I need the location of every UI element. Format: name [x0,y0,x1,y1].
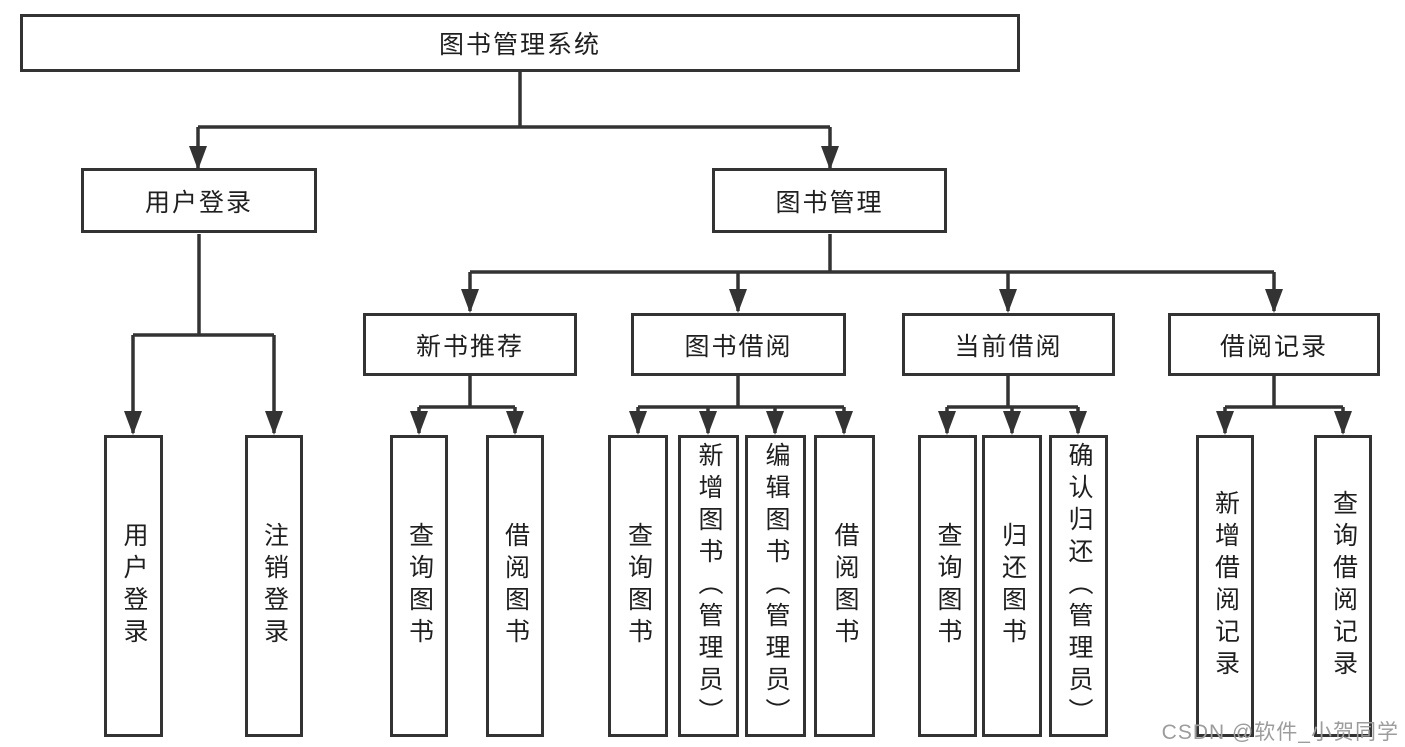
arrow-icon [410,411,428,435]
leaf-records-query-record: 查询借阅记录 [1314,435,1372,737]
connector-root-to-branches [196,72,832,168]
node-user-login: 用户登录 [81,168,317,233]
leaf-user-login: 用户登录 [104,435,163,737]
node-current-borrow: 当前借阅 [902,313,1115,376]
arrow-icon [1216,411,1234,435]
arrow-icon [938,411,956,435]
arrow-icon [189,146,207,170]
arrow-icon [265,411,283,435]
arrow-icon [999,289,1017,313]
arrow-icon [1265,289,1283,313]
arrow-icon [766,411,784,435]
leaf-borrow-query-books: 查询图书 [608,435,668,737]
arrow-icon [821,146,839,170]
connector-borrow-record-branch [1223,376,1345,433]
node-book-borrow: 图书借阅 [631,313,846,376]
leaf-current-return-books: 归还图书 [982,435,1042,737]
arrow-icon [629,411,647,435]
arrow-icon [729,289,747,313]
arrow-icon [699,411,717,435]
arrow-icon [124,411,142,435]
leaf-borrow-edit-books-admin: 编辑图书（管理员） [745,435,806,737]
leaf-borrow-add-books-admin: 新增图书（管理员） [678,435,739,737]
node-new-book-recommend: 新书推荐 [363,313,577,376]
node-book-management: 图书管理 [712,168,947,233]
arrow-icon [1334,411,1352,435]
connector-new-book-branch [417,376,517,433]
arrow-icon [1069,411,1087,435]
arrow-icon [835,411,853,435]
leaf-logout: 注销登录 [245,435,303,737]
leaf-borrow-borrow-books: 借阅图书 [814,435,875,737]
node-borrow-records: 借阅记录 [1168,313,1380,376]
arrow-icon [461,289,479,313]
connector-book-management-branch [468,234,1276,311]
connector-user-login-branch [131,234,276,433]
leaf-recommend-borrow-books: 借阅图书 [486,435,544,737]
arrow-icon [1003,411,1021,435]
csdn-watermark: CSDN @软件_小贺同学 [1161,721,1399,744]
leaf-current-confirm-return-admin: 确认归还（管理员） [1049,435,1108,737]
leaf-recommend-query-books: 查询图书 [390,435,448,737]
arrowheads [124,146,1352,435]
connector-book-borrow-branch [636,376,846,433]
node-root-system: 图书管理系统 [20,14,1020,72]
leaf-current-query-books: 查询图书 [918,435,977,737]
leaf-records-add-record: 新增借阅记录 [1196,435,1254,737]
arrow-icon [506,411,524,435]
